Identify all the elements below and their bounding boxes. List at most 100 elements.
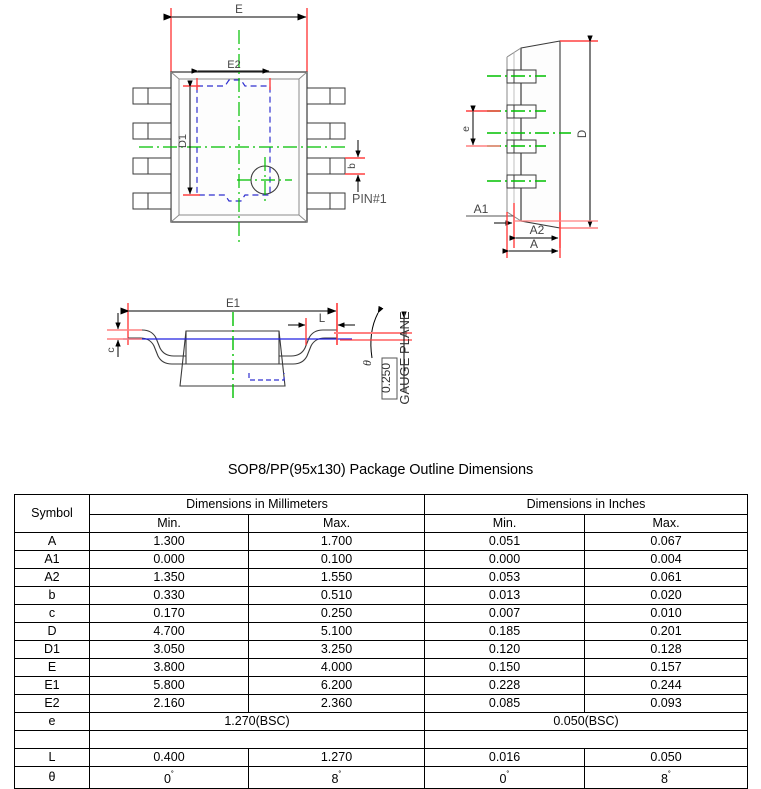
label-E2: E2 bbox=[227, 59, 240, 71]
cell-symbol: A1 bbox=[14, 550, 90, 569]
label-D: D bbox=[577, 130, 589, 138]
cell-mm-min: 3.800 bbox=[89, 658, 249, 677]
cell-symbol-blank bbox=[14, 730, 90, 749]
front-view-exposed-pad bbox=[248, 373, 285, 381]
header-symbol: Symbol bbox=[14, 494, 90, 533]
cell-in-max: 0.061 bbox=[584, 568, 749, 587]
exposed-pad-outline bbox=[196, 79, 271, 202]
header-group-mm: Dimensions in Millimeters bbox=[88, 494, 426, 515]
dim-b: b bbox=[345, 140, 365, 192]
cell-in-max: 0.244 bbox=[584, 676, 749, 695]
cell-in-max: 0.010 bbox=[584, 604, 749, 623]
cell-mm-max: 1.270 bbox=[247, 748, 426, 767]
top-view-group: E bbox=[132, 4, 387, 242]
front-view-group: E1 c bbox=[105, 298, 412, 405]
cell-mm-min: 2.160 bbox=[89, 694, 249, 713]
cell-in-max: 0.020 bbox=[584, 586, 749, 605]
dim-E: E bbox=[163, 4, 308, 72]
top-view-leads-right bbox=[306, 87, 346, 210]
header-group-in: Dimensions in Inches bbox=[424, 494, 749, 515]
cell-in-max: 0.067 bbox=[584, 532, 749, 551]
label-b: b bbox=[347, 163, 358, 169]
cell-in-max: 0.093 bbox=[584, 694, 749, 713]
cell-symbol: E bbox=[14, 658, 90, 677]
table-row-blank bbox=[14, 730, 749, 749]
cell-mm-max: 3.250 bbox=[247, 640, 426, 659]
dim-E2: E2 bbox=[191, 59, 271, 90]
dimensions-table: Symbol Dimensions in Millimeters Dimensi… bbox=[14, 494, 749, 789]
cell-symbol: D bbox=[14, 622, 90, 641]
label-gauge-value: 0.250 bbox=[379, 363, 393, 393]
dim-e: e bbox=[460, 105, 500, 147]
label-L: L bbox=[319, 313, 326, 325]
dim-A: A bbox=[502, 212, 561, 258]
label-pin1: PIN#1 bbox=[352, 192, 387, 206]
cell-mm-min: 3.050 bbox=[89, 640, 249, 659]
cell-symbol: E2 bbox=[14, 694, 90, 713]
package-outline-drawing: E bbox=[105, 4, 598, 405]
dim-A1: A1 bbox=[466, 202, 514, 226]
cell-mm-max: 0.100 bbox=[247, 550, 426, 569]
cell-mm-min: 1.300 bbox=[89, 532, 249, 551]
cell-in-min: 0.013 bbox=[424, 586, 586, 605]
label-E: E bbox=[235, 4, 243, 16]
label-c: c bbox=[105, 347, 117, 352]
label-A2: A2 bbox=[530, 223, 545, 237]
cell-in-min: 0.051 bbox=[424, 532, 586, 551]
cell-mm-min: 0.330 bbox=[89, 586, 249, 605]
cell-in-min: 0.120 bbox=[424, 640, 586, 659]
top-view-centerlines bbox=[139, 30, 345, 242]
degree-symbol: ˚ bbox=[667, 770, 671, 780]
degree-symbol: ˚ bbox=[338, 770, 342, 780]
cell-mm-max: 1.700 bbox=[247, 532, 426, 551]
cell-in-max: 0.004 bbox=[584, 550, 749, 569]
dim-theta: θ bbox=[334, 305, 412, 366]
side-view-body bbox=[506, 40, 561, 229]
dimensions-table-wrap: Symbol Dimensions in Millimeters Dimensi… bbox=[14, 494, 749, 789]
dim-D: D bbox=[560, 35, 598, 229]
cell-mm-min: 5.800 bbox=[89, 676, 249, 695]
label-theta: θ bbox=[360, 360, 374, 366]
dim-L: L bbox=[288, 303, 355, 345]
dim-D1: D1 bbox=[177, 80, 200, 196]
degree-symbol: ˚ bbox=[170, 770, 174, 780]
label-D1: D1 bbox=[177, 134, 189, 148]
page-title: SOP8/PP(95x130) Package Outline Dimensio… bbox=[227, 462, 534, 478]
cell-in-max: 0.201 bbox=[584, 622, 749, 641]
cell-in-min: 0.085 bbox=[424, 694, 586, 713]
cell-symbol: A2 bbox=[14, 568, 90, 587]
cell-symbol: A bbox=[14, 532, 90, 551]
cell-mm-max: 4.000 bbox=[247, 658, 426, 677]
label-E1: E1 bbox=[226, 298, 240, 310]
cell-mm-max: 0.250 bbox=[247, 604, 426, 623]
header-in-min: Min. bbox=[424, 514, 586, 533]
cell-symbol: E1 bbox=[14, 676, 90, 695]
cell-mm-span: 1.270(BSC) bbox=[88, 712, 426, 731]
cell-mm-min: 0.000 bbox=[89, 550, 249, 569]
cell-mm-max: 0.510 bbox=[247, 586, 426, 605]
label-e: e bbox=[460, 126, 472, 132]
label-A: A bbox=[530, 237, 538, 251]
cell-mm-max: 5.100 bbox=[247, 622, 426, 641]
cell-mm-max: 2.360 bbox=[247, 694, 426, 713]
cell-mm-min: 0.170 bbox=[89, 604, 249, 623]
cell-in-min: 0.053 bbox=[424, 568, 586, 587]
cell-mm-min: 1.350 bbox=[89, 568, 249, 587]
degree-symbol: ˚ bbox=[506, 770, 510, 780]
cell-in-min: 0.000 bbox=[424, 550, 586, 569]
table-header-group-row: Symbol Dimensions in Millimeters Dimensi… bbox=[14, 494, 749, 533]
header-mm-min: Min. bbox=[89, 514, 249, 533]
cell-symbol: L bbox=[14, 748, 90, 767]
cell-in-min: 0.185 bbox=[424, 622, 586, 641]
cell-in-span: 0.050(BSC) bbox=[424, 712, 749, 731]
cell-symbol: e bbox=[14, 712, 90, 731]
